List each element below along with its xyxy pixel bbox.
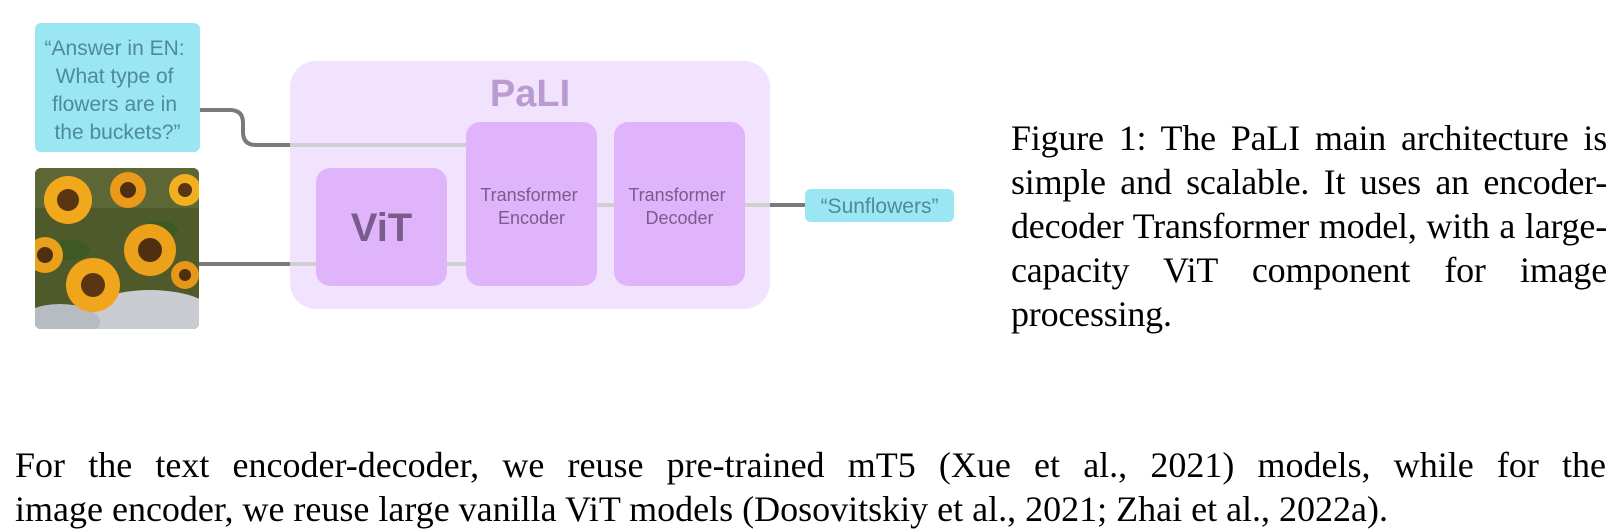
output-box <box>805 189 954 222</box>
question-text: “Answer in EN: What type of flowers are … <box>45 37 191 144</box>
vit-block <box>316 168 447 286</box>
output-label: “Sunflowers” <box>821 195 939 218</box>
transformer-encoder-label: Transformer Encoder <box>480 185 582 228</box>
transformer-decoder-block <box>614 122 745 286</box>
transformer-encoder-block <box>466 122 597 286</box>
vit-label: ViT <box>351 206 413 250</box>
figure-caption: Figure 1: The PaLI main architecture is … <box>1011 118 1607 334</box>
body-paragraph: For the text encoder-decoder, we reuse p… <box>15 443 1606 531</box>
question-box <box>35 23 200 152</box>
paragraph-line-1: For the text encoder-decoder, we reuse p… <box>15 445 1606 485</box>
paragraph-line-2: image encoder, we reuse large vanilla Vi… <box>15 489 1389 529</box>
question-connector <box>200 108 290 147</box>
pali-title: PaLI <box>490 73 570 115</box>
sunflowers-photo <box>35 168 199 329</box>
transformer-decoder-label: Transformer Decoder <box>628 185 730 228</box>
